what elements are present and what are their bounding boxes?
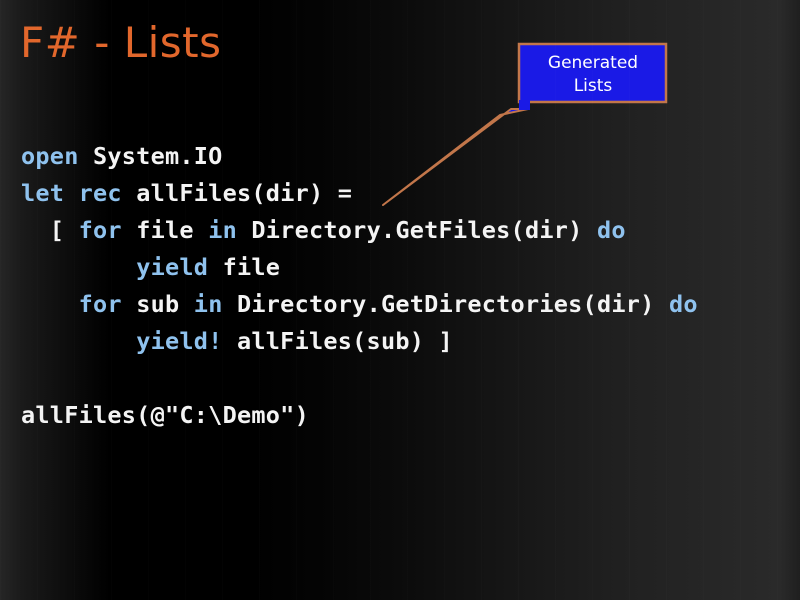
code-indent (21, 253, 136, 281)
code-keyword: open (21, 142, 79, 170)
code-identifier: allFiles(sub) ] (222, 327, 453, 355)
page-title: F# - Lists (20, 18, 222, 67)
callout-line-2: Lists (573, 75, 613, 96)
code-line: open System.IO (21, 138, 698, 175)
code-keyword: do (668, 290, 698, 318)
code-identifier: Directory.GetFiles(dir) (236, 216, 597, 244)
code-identifier: sub (121, 290, 194, 318)
code-keyword: in (208, 216, 237, 244)
code-keyword: in (193, 290, 223, 318)
code-indent (21, 327, 136, 355)
code-identifier: System.IO (78, 142, 223, 170)
code-identifier: allFiles(dir) = (121, 179, 353, 207)
code-keyword: for (78, 216, 122, 244)
code-identifier: allFiles(@"C:\Demo") (21, 401, 309, 429)
callout-box (517, 42, 668, 104)
code-keyword: do (596, 216, 626, 244)
code-keyword: yield! (136, 327, 223, 355)
code-keyword: rec (78, 179, 122, 207)
code-identifier (64, 179, 78, 207)
code-line: yield! allFiles(sub) ] (21, 323, 698, 360)
code-identifier: file (208, 253, 281, 281)
code-identifier: [ (49, 216, 79, 244)
code-keyword: yield (136, 253, 209, 281)
code-indent (21, 290, 79, 318)
callout-text: Generated Lists (519, 44, 667, 105)
code-line: for sub in Directory.GetDirectories(dir)… (21, 286, 698, 323)
code-line: let rec allFiles(dir) = (21, 175, 698, 212)
code-line: [ for file in Directory.GetFiles(dir) do (21, 212, 698, 249)
code-line (21, 360, 698, 397)
code-identifier: file (121, 216, 209, 244)
code-line: yield file (21, 249, 698, 286)
code-line: allFiles(@"C:\Demo") (21, 397, 698, 434)
code-keyword: let (21, 179, 65, 207)
callout-line-1: Generated (547, 52, 639, 73)
code-identifier: Directory.GetDirectories(dir) (222, 290, 669, 318)
callout-tail-neck (519, 100, 530, 110)
code-indent (21, 216, 50, 244)
code-keyword: for (78, 290, 122, 318)
